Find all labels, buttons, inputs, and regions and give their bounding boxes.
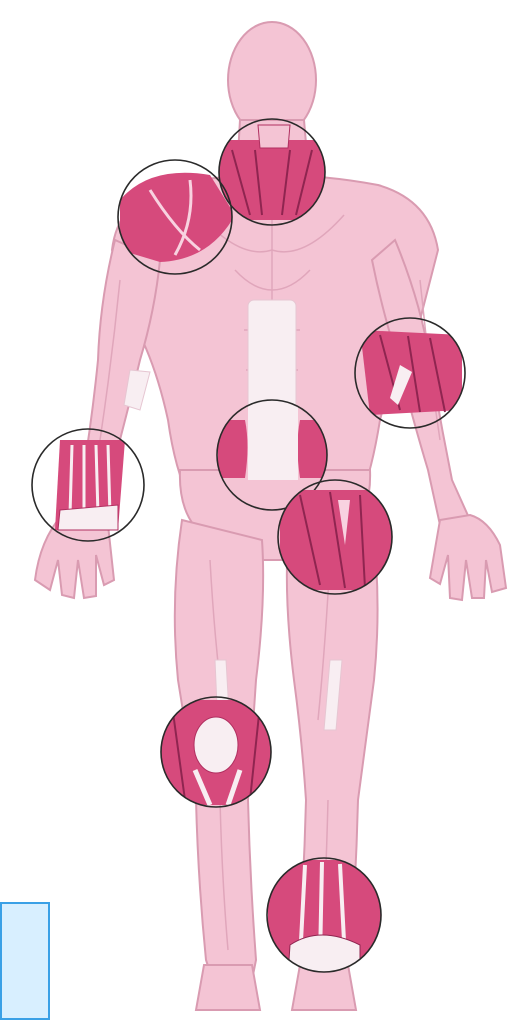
highlight-right-knee — [160, 697, 275, 807]
highlight-left-upper-thigh — [278, 480, 392, 594]
highlight-left-forearm — [355, 318, 465, 428]
callout-box — [0, 902, 50, 1020]
left-hand — [430, 515, 506, 600]
highlight-right-wrist — [32, 429, 144, 541]
highlight-left-ankle — [267, 858, 383, 975]
right-foot — [196, 965, 260, 1010]
